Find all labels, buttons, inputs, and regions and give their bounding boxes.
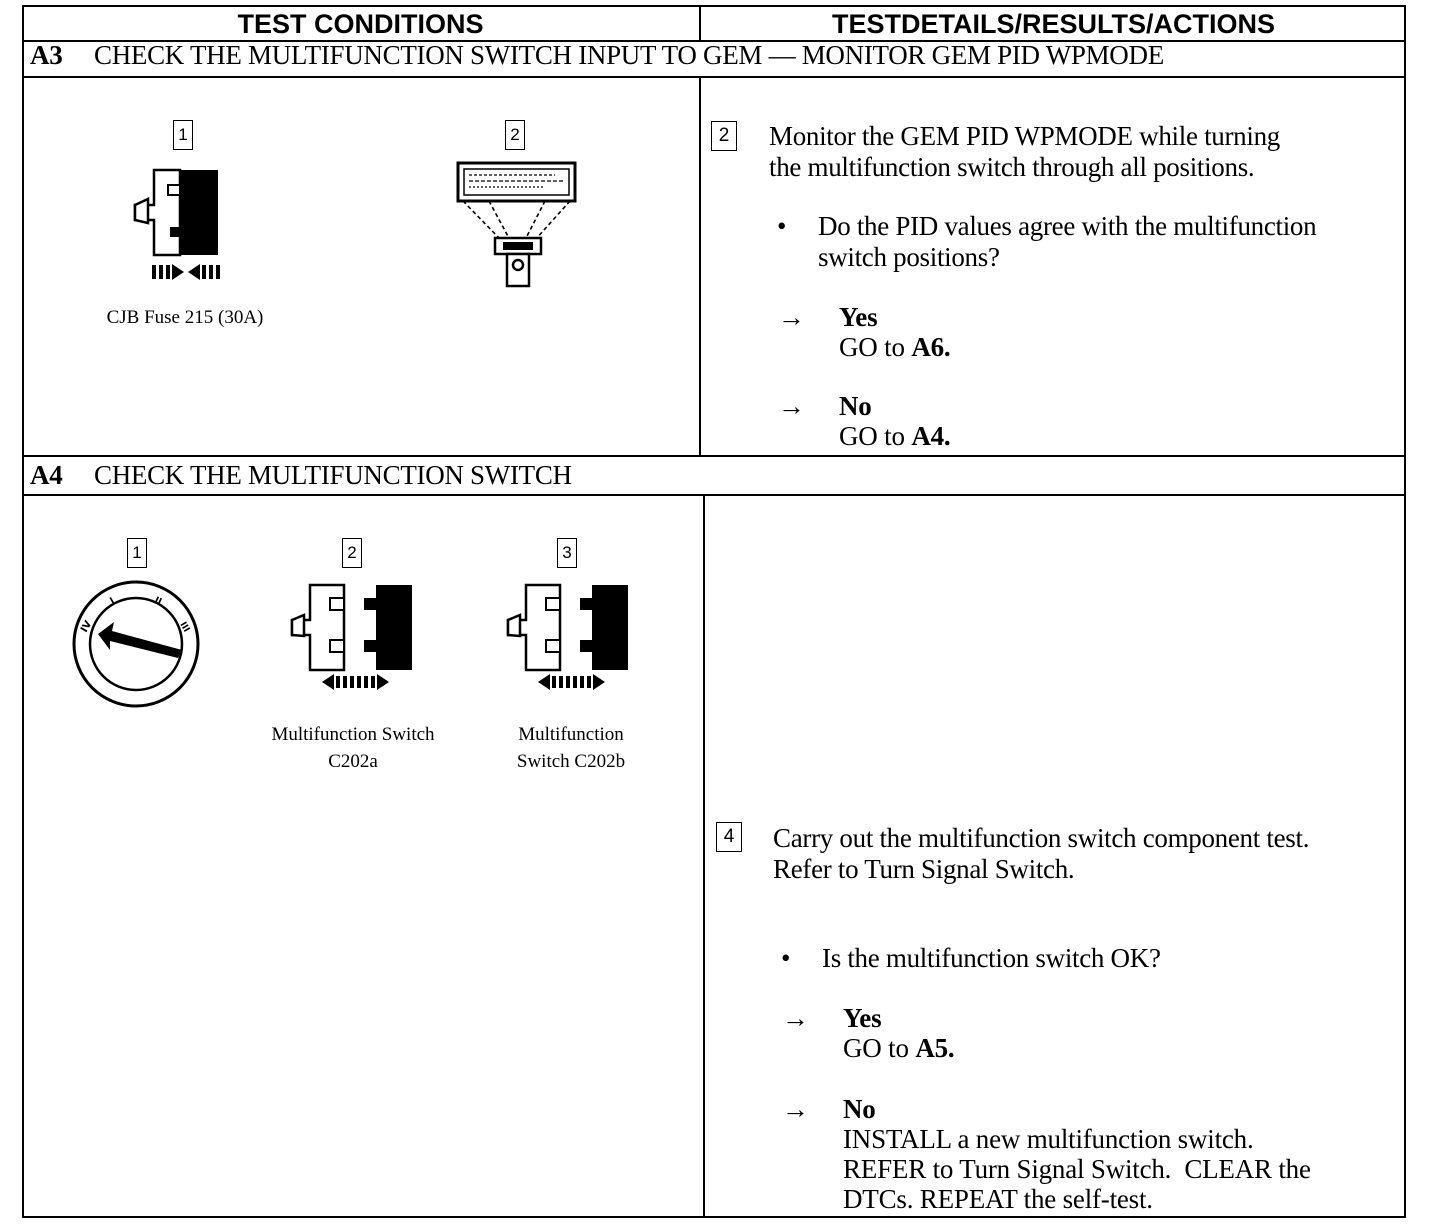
a3-no-target[interactable]: A4. <box>911 421 951 451</box>
a3-no-answer: No GO to A4. <box>839 391 951 451</box>
a4-yes-target[interactable]: A5. <box>915 1033 955 1063</box>
a4-title-text: CHECK THE MULTIFUNCTION SWITCH <box>94 460 572 490</box>
connector-c202b-icon <box>506 583 628 690</box>
scan-tool-icon <box>456 161 577 288</box>
a4-no-answer: No INSTALL a new multifunction switch. R… <box>843 1094 1311 1214</box>
a3-question-line2: switch positions? <box>818 242 1000 272</box>
a4-fig2-caption-line2: C202a <box>328 751 378 772</box>
a3-yes-target[interactable]: A6. <box>911 332 951 362</box>
procedure-table <box>22 5 1406 1218</box>
a3-question: Do the PID values agree with the multifu… <box>818 211 1317 273</box>
a4-yes-go: GO to <box>843 1033 909 1063</box>
a4-step-number: 4 <box>716 822 742 852</box>
a4-instruction-line1: Carry out the multifunction switch compo… <box>773 823 1310 853</box>
a4-id: A4 <box>30 460 63 490</box>
svg-text:IV: IV <box>79 619 94 635</box>
a3-no-arrow: → <box>778 391 805 421</box>
a4-fig3-number: 3 <box>557 538 577 568</box>
a3-no-action: GO to A4. <box>839 421 951 451</box>
a4-no-line2: REFER to Turn Signal Switch. CLEAR the <box>843 1154 1311 1184</box>
a3-title-text: CHECK THE MULTIFUNCTION SWITCH INPUT TO … <box>94 40 1164 70</box>
divider-a4 <box>703 495 705 1218</box>
a3-yes-arrow: → <box>778 302 805 332</box>
a4-fig2-caption: Multifunction Switch C202a <box>248 721 458 775</box>
a4-fig3-caption-line2: Switch C202b <box>516 751 626 772</box>
a4-bullet: • <box>781 943 791 973</box>
a3-fig1-number: 1 <box>173 120 193 150</box>
a3-title: A3 CHECK THE MULTIFUNCTION SWITCH INPUT T… <box>30 40 1164 71</box>
a4-no-line3: DTCs. REPEAT the self-test. <box>843 1184 1153 1214</box>
a3-question-line1: Do the PID values agree with the multifu… <box>818 211 1317 241</box>
a4-fig3-caption: Multifunction Switch C202b <box>466 721 676 775</box>
a4-instruction: Carry out the multifunction switch compo… <box>773 823 1309 885</box>
a4-question: Is the multifunction switch OK? <box>822 943 1161 973</box>
divider-a3 <box>699 77 701 456</box>
a4-fig2-caption-line1: Multifunction Switch <box>271 724 435 745</box>
a4-fig2-number: 2 <box>342 538 362 568</box>
a3-fig1-caption: CJB Fuse 215 (30A) <box>106 307 264 328</box>
header-test-conditions: TEST CONDITIONS <box>237 9 484 39</box>
a3-instruction-line1: Monitor the GEM PID WPMODE while turning <box>769 121 1280 151</box>
svg-text:III: III <box>177 621 191 635</box>
a4-title: A4 CHECK THE MULTIFUNCTION SWITCH <box>30 460 572 491</box>
a4-yes-label: Yes <box>843 1003 882 1033</box>
a4-no-line1: INSTALL a new multifunction switch. <box>843 1124 1254 1154</box>
divider-header <box>699 5 701 41</box>
fuse-connector-icon <box>133 168 220 280</box>
rule-a3-title <box>22 76 1406 78</box>
connector-c202a-icon <box>290 583 412 690</box>
a3-fig2-number: 2 <box>505 120 525 150</box>
a3-yes-go: GO to <box>839 332 905 362</box>
rule-a4-top <box>22 455 1406 457</box>
svg-text:I: I <box>109 596 117 606</box>
a3-no-label: No <box>839 391 872 421</box>
a3-yes-label: Yes <box>839 302 878 332</box>
a3-id: A3 <box>30 40 63 70</box>
a3-instruction: Monitor the GEM PID WPMODE while turning… <box>769 121 1280 183</box>
a3-instruction-line2: the multifunction switch through all pos… <box>769 152 1255 182</box>
ignition-switch-icon: IV I II III <box>72 580 200 708</box>
a3-step-number: 2 <box>711 121 737 151</box>
a4-fig1-number: 1 <box>127 538 147 568</box>
a4-no-arrow: → <box>782 1094 809 1124</box>
a3-yes-answer: Yes GO to A6. <box>839 302 951 362</box>
header-test-details: TESTDETAILS/RESULTS/ACTIONS <box>831 9 1275 39</box>
svg-text:II: II <box>153 596 163 608</box>
a4-fig3-caption-line1: Multifunction <box>518 724 624 745</box>
a3-yes-action: GO to A6. <box>839 332 951 362</box>
a3-no-go: GO to <box>839 421 905 451</box>
a3-bullet: • <box>777 211 787 241</box>
a4-no-label: No <box>843 1094 876 1124</box>
a4-instruction-line2: Refer to Turn Signal Switch. <box>773 854 1075 884</box>
rule-header <box>22 40 1406 42</box>
a4-yes-action: GO to A5. <box>843 1033 955 1063</box>
rule-a4-title <box>22 494 1406 496</box>
a4-yes-answer: Yes GO to A5. <box>843 1003 955 1063</box>
a4-yes-arrow: → <box>782 1003 809 1033</box>
